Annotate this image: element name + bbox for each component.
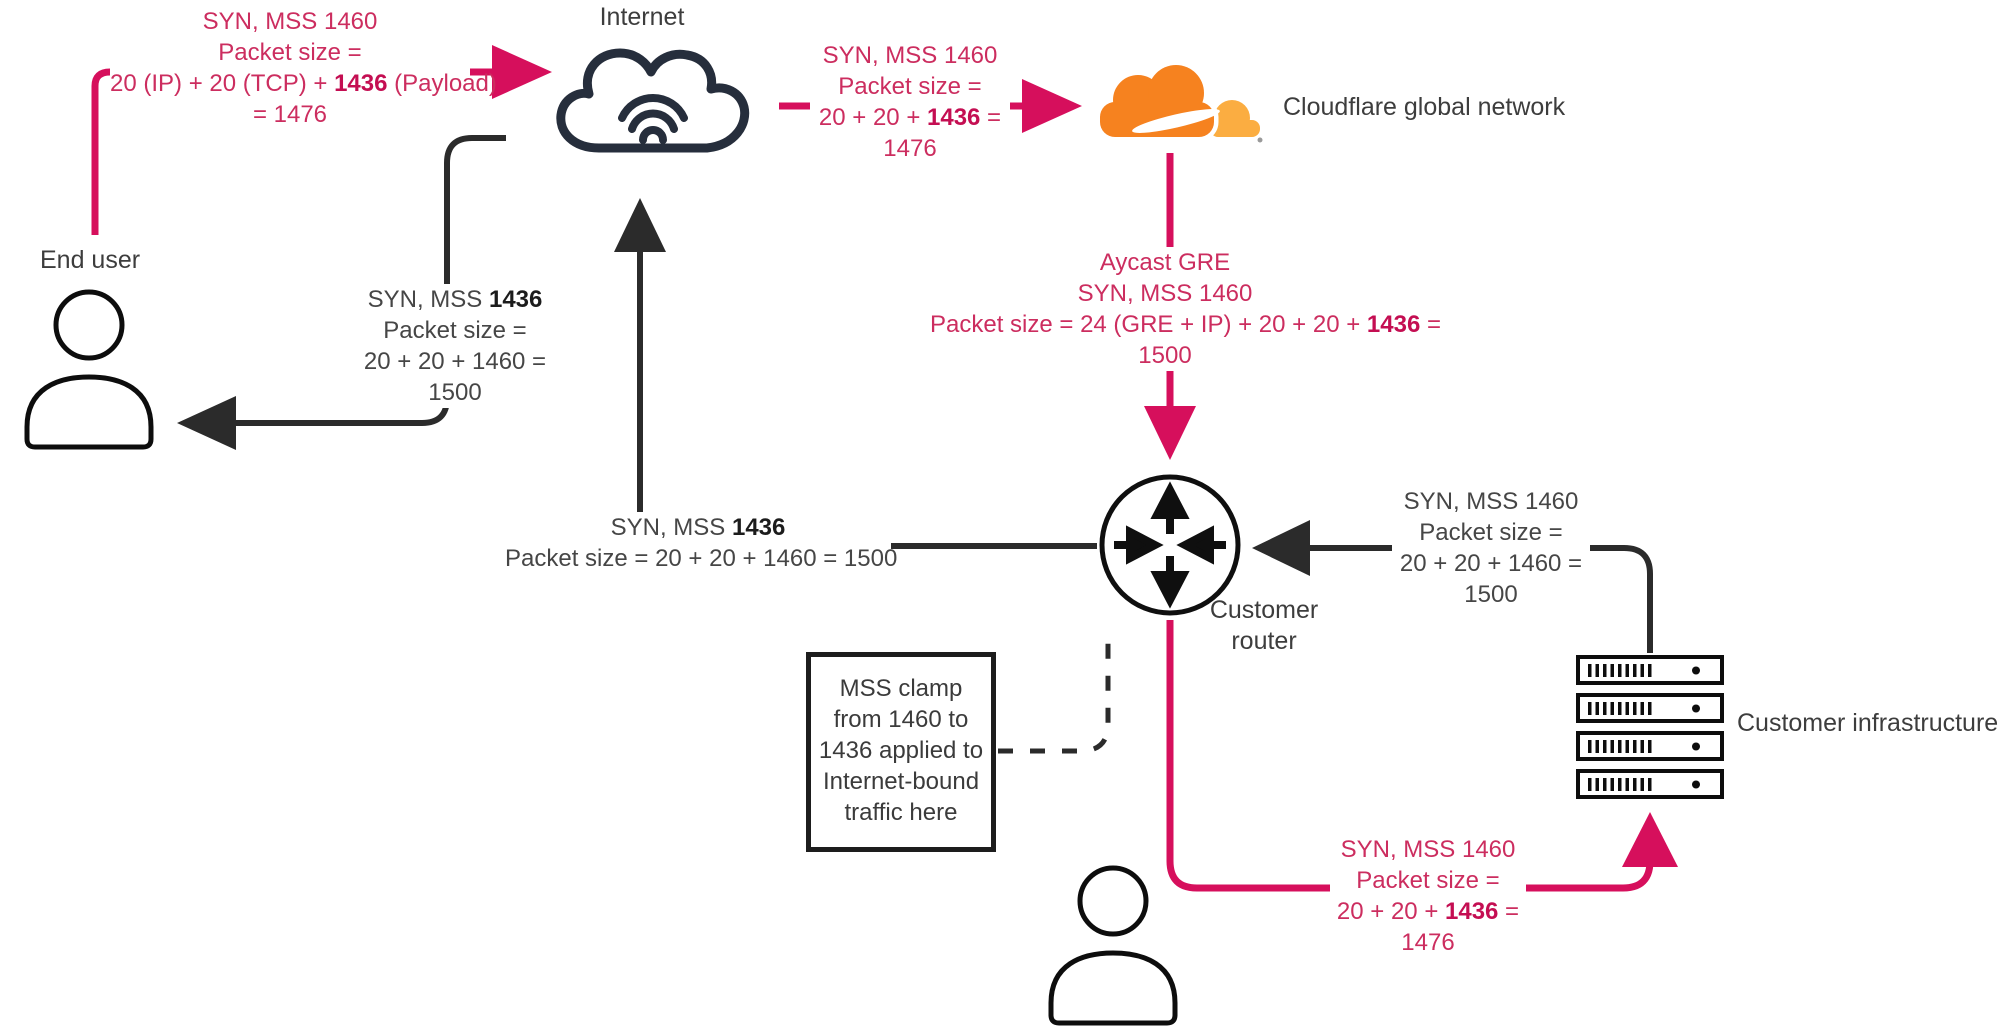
edge-internet-to-end-user <box>177 135 506 450</box>
label-line: 1500 <box>1138 342 1192 369</box>
edge-clamp-note-to-router <box>998 640 1111 754</box>
arrowhead-left-icon <box>1252 520 1310 576</box>
server-rack-icon <box>1576 655 1724 799</box>
cloudflare-swoosh <box>1132 109 1220 133</box>
label-line: 20 (IP) + 20 (TCP) + 1436 (Payload) <box>110 68 497 99</box>
arrowhead-left-icon <box>177 396 236 450</box>
label-line: 1476 <box>1401 929 1455 956</box>
arrowhead-up-icon <box>614 198 666 252</box>
label-line: = 1476 <box>252 101 328 128</box>
label-line: 20 + 20 + 1436 = <box>1330 896 1526 927</box>
label-line: 20 + 20 + 1460 = <box>363 348 547 375</box>
label-router-to-internet: SYN, MSS 1436 Packet size = 20 + 20 + 14… <box>505 512 898 574</box>
label-line: 1500 <box>1464 581 1518 608</box>
label-segment: = <box>1498 898 1520 925</box>
label-infrastructure-to-router: SYN, MSS 1460 Packet size = 20 + 20 + 14… <box>1392 486 1590 610</box>
label-segment: SYN, MSS <box>367 286 489 313</box>
label-line: SYN, MSS 1460 <box>822 42 998 69</box>
server-unit <box>1576 693 1724 723</box>
label-line: 1476 <box>883 135 937 162</box>
label-segment: 20 (IP) + 20 (TCP) + <box>110 70 335 97</box>
label-segment-bold: 1436 <box>927 104 981 131</box>
note-line: MSS clamp <box>839 675 963 702</box>
label-internet-to-end-user: SYN, MSS 1436 Packet size = 20 + 20 + 14… <box>352 284 558 408</box>
label-line: SYN, MSS 1460 <box>202 8 378 35</box>
label-segment-bold: 1436 <box>1445 898 1499 925</box>
label-line: Packet size = <box>1419 519 1563 546</box>
person-icon <box>18 288 160 450</box>
label-segment-bold: 1436 <box>1366 311 1421 338</box>
internet-label: Internet <box>599 3 685 31</box>
label-segment: SYN, MSS <box>610 514 732 541</box>
cloudflare-small-cloud <box>1210 100 1260 137</box>
label-router-to-infrastructure: SYN, MSS 1460 Packet size = 20 + 20 + 14… <box>1330 834 1526 958</box>
label-line: Packet size = <box>383 317 527 344</box>
cloud-wifi-icon <box>556 48 750 153</box>
router-arrows <box>1114 481 1226 609</box>
customer-router-label: Customer router <box>1198 595 1330 657</box>
cloudflare-logo <box>1095 60 1263 143</box>
label-segment-bold: 1436 <box>488 286 543 313</box>
note-line: from 1460 to <box>833 706 969 733</box>
label-line: Packet size = <box>1356 867 1500 894</box>
cloudflare-label: Cloudflare global network <box>1283 93 1566 121</box>
label-cloudflare-to-router: Aycast GRE SYN, MSS 1460 Packet size = 2… <box>930 247 1441 371</box>
label-line: 20 + 20 + 1460 = <box>1399 550 1583 577</box>
server-unit <box>1576 769 1724 799</box>
arrowhead-right-icon <box>1022 79 1082 133</box>
person-icon <box>1042 864 1184 1026</box>
label-line: router <box>1231 627 1297 655</box>
edge-end-user-to-internet <box>91 45 552 235</box>
label-segment-bold: 1436 <box>334 70 388 97</box>
server-unit <box>1576 655 1724 685</box>
label-line: SYN, MSS 1460 <box>1077 280 1253 307</box>
label-line: 1500 <box>428 379 482 406</box>
edge-router-to-infrastructure <box>1166 620 1678 892</box>
wifi-waves-icon <box>618 94 688 144</box>
label-segment: Packet size = 24 (GRE + IP) + 20 + 20 + <box>930 311 1367 338</box>
registered-mark-icon <box>1257 137 1263 143</box>
customer-infrastructure-label: Customer infrastructure <box>1737 709 1999 737</box>
label-line: SYN, MSS 1436 <box>352 284 558 315</box>
mss-clamp-note: MSS clamp from 1460 to 1436 applied to I… <box>806 652 996 852</box>
label-segment: = <box>1420 311 1441 338</box>
label-line: SYN, MSS 1460 <box>1403 488 1579 515</box>
label-line: Customer <box>1209 596 1319 624</box>
note-line: traffic here <box>844 799 958 826</box>
label-segment: (Payload) <box>387 70 497 97</box>
label-segment-bold: 1436 <box>731 514 786 541</box>
note-line: 1436 applied to <box>818 737 984 764</box>
note-line: Internet-bound <box>822 768 980 795</box>
label-segment: 20 + 20 + <box>818 104 927 131</box>
arrowhead-up-icon <box>1622 812 1678 867</box>
label-line: 20 + 20 + 1436 = <box>810 102 1010 133</box>
label-line: Packet size = 24 (GRE + IP) + 20 + 20 + … <box>930 309 1441 340</box>
router-crossed-arrows-icon <box>1099 474 1241 616</box>
label-line: SYN, MSS 1460 <box>1340 836 1516 863</box>
label-line: Aycast GRE <box>1099 249 1231 276</box>
label-line: Packet size = <box>838 73 982 100</box>
edge-infrastructure-to-router <box>1252 520 1653 653</box>
arrowhead-right-icon <box>492 45 552 99</box>
label-line: SYN, MSS 1436 <box>505 512 891 543</box>
label-line: Packet size = 20 + 20 + 1460 = 1500 <box>505 545 898 572</box>
label-internet-to-cloudflare: SYN, MSS 1460 Packet size = 20 + 20 + 14… <box>810 40 1010 164</box>
server-unit <box>1576 731 1724 761</box>
label-line: Packet size = <box>218 39 362 66</box>
label-end-user-to-internet: SYN, MSS 1460 Packet size = 20 (IP) + 20… <box>110 6 497 130</box>
arrowhead-down-icon <box>1144 406 1196 460</box>
label-segment: = <box>980 104 1002 131</box>
end-user-label: End user <box>40 246 141 274</box>
label-segment: 20 + 20 + <box>1336 898 1445 925</box>
